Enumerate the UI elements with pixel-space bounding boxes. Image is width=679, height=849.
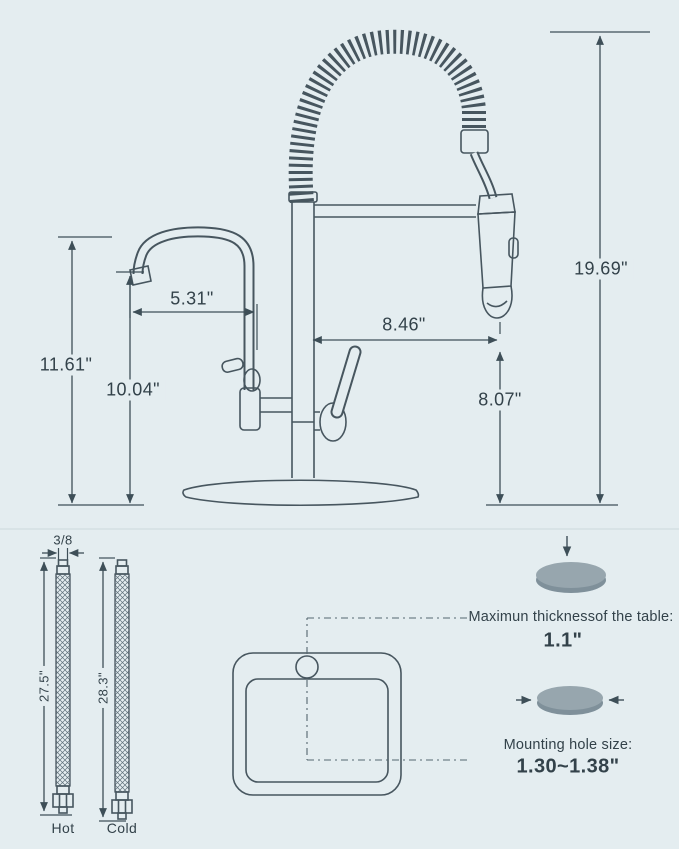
cold-hose [111,559,133,820]
hose-dimension-lines [40,548,126,822]
dim-spray-reach: 8.46" [382,314,426,335]
table-thickness-value: 1.1" [543,629,583,652]
hot-hose-length: 27.5" [36,666,52,706]
faucet-dimension-lines [58,31,650,506]
mounting-hole [295,655,319,679]
dim-spout-reach: 5.31" [170,288,214,309]
table-thickness-label: Maximun thicknessof the table: [468,609,674,625]
right-handle [314,345,362,442]
cold-hose-length: 28.3" [95,668,111,708]
left-spout [129,226,292,431]
hot-hose [52,559,74,814]
cold-hose-label: Cold [106,820,138,836]
dim-outlet-height: 10.04" [101,379,165,401]
mounting-hole-icon [516,686,624,715]
table-thickness-icon [536,536,606,593]
spray-head [477,193,519,319]
mounting-hole-value: 1.30~1.38" [516,755,620,778]
dim-spray-clearance: 8.07" [473,389,527,411]
hose-connector [460,129,498,200]
mounting-hole-label: Mounting hole size: [503,737,633,753]
hose-thread-size: 3/8 [53,532,73,548]
base-plate [182,479,420,507]
sink-top-view [232,617,470,796]
dim-total-height: 19.69" [569,258,633,280]
spring-coil [288,29,486,204]
faucet-drawing [129,29,519,507]
dim-left-spout-height: 11.61" [34,354,98,376]
hot-hose-label: Hot [51,820,75,836]
